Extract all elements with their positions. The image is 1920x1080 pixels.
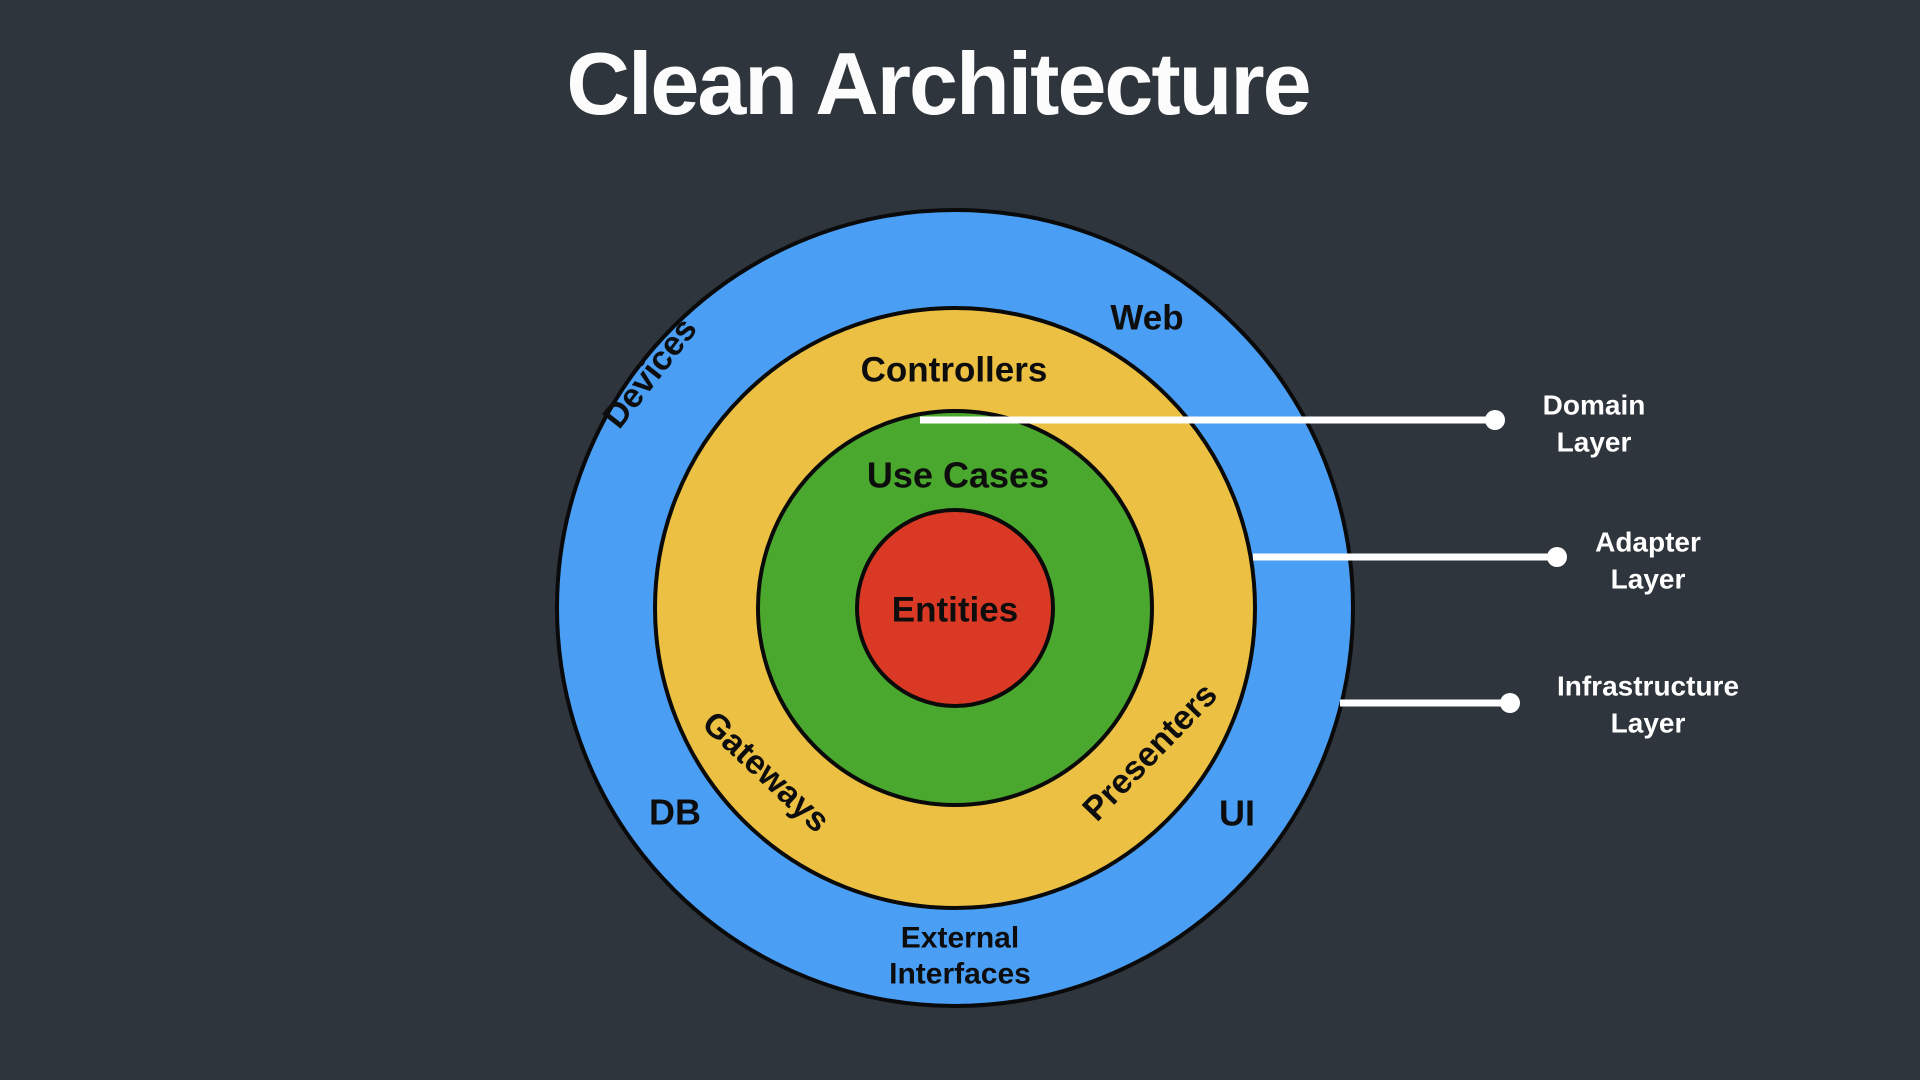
adapter-layer-callout: Adapter Layer: [1253, 527, 1701, 595]
use-cases-label: Use Cases: [867, 455, 1049, 496]
adapter-layer-callout-dot: [1547, 547, 1567, 567]
external-interfaces-label-line1: External: [901, 922, 1019, 955]
domain-layer-callout-dot: [1485, 410, 1505, 430]
infrastructure-layer-callout-dot: [1500, 693, 1520, 713]
infrastructure-layer-label-line2: Layer: [1611, 708, 1686, 739]
infrastructure-layer-callout: Infrastructure Layer: [1340, 671, 1739, 739]
entities-circle: [855, 508, 1055, 708]
external-interfaces-label-line2: Interfaces: [889, 958, 1031, 991]
ui-label: UI: [1219, 793, 1255, 834]
controllers-label: Controllers: [861, 351, 1048, 390]
domain-layer-label-line1: Domain: [1543, 390, 1646, 421]
adapter-layer-label-line2: Layer: [1611, 564, 1686, 595]
domain-layer-callout: Domain Layer: [920, 390, 1645, 458]
entities-label: Entities: [892, 591, 1018, 630]
adapter-layer-label-line1: Adapter: [1595, 527, 1701, 558]
page-title: Clean Architecture: [566, 34, 1311, 133]
web-label: Web: [1110, 299, 1183, 338]
infrastructure-layer-label-line1: Infrastructure: [1557, 671, 1739, 702]
domain-layer-label-line2: Layer: [1557, 427, 1632, 458]
db-label: DB: [649, 792, 701, 833]
